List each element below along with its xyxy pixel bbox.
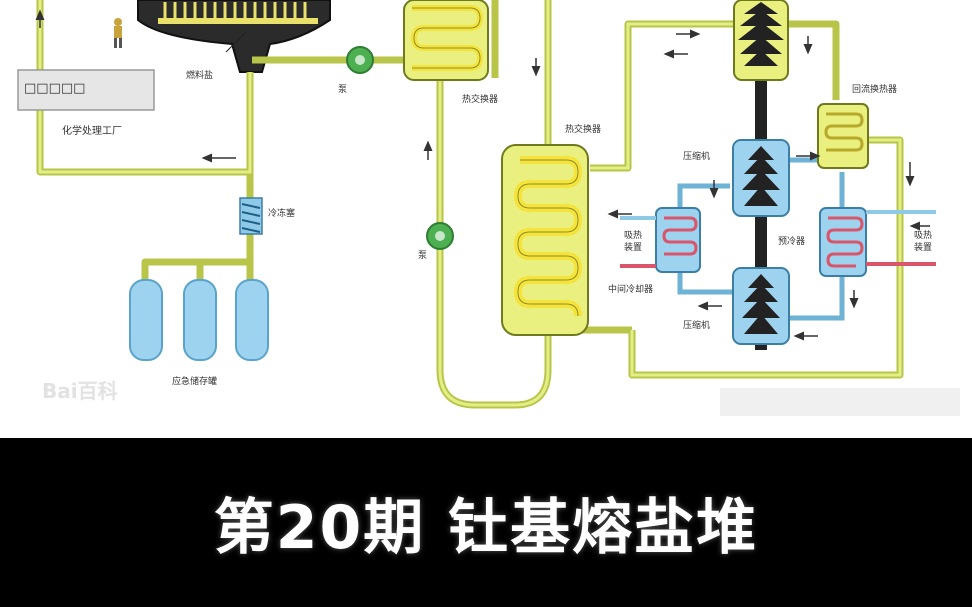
pump-top-label: 泵 bbox=[338, 84, 347, 95]
waste-heat-right-label: 吸热 装置 bbox=[914, 229, 935, 253]
caption-banner: 第20期 钍基熔盐堆 bbox=[0, 438, 972, 607]
compressor-top-label: 压缩机 bbox=[683, 150, 710, 162]
precooler bbox=[819, 207, 936, 277]
recuperator-label: 回流换热器 bbox=[852, 83, 897, 95]
waste-heat-right-line1: 吸热 bbox=[914, 229, 932, 241]
video-caption: 第20期 钍基熔盐堆 bbox=[213, 493, 759, 563]
intercooler bbox=[620, 207, 701, 273]
heat-exchanger-2 bbox=[501, 144, 589, 336]
pump-mid bbox=[426, 222, 454, 250]
emergency-tanks-label: 应急储存罐 bbox=[172, 375, 217, 387]
precooler-label: 预冷器 bbox=[778, 235, 805, 247]
pump-top bbox=[346, 46, 374, 74]
fuel-salt-label: 燃料盐 bbox=[186, 69, 213, 81]
chem-plant-label: 化学处理工厂 bbox=[62, 124, 122, 137]
chem-plant-box-text: □□□□□ bbox=[24, 81, 85, 96]
waste-heat-left-label: 吸热 装置 bbox=[624, 229, 645, 253]
flow-arrows bbox=[35, 9, 930, 341]
turbine-top bbox=[733, 0, 789, 81]
freeze-valve bbox=[239, 197, 263, 235]
baidu-watermark: Bai百科 bbox=[42, 379, 118, 403]
compressor-top bbox=[732, 139, 790, 217]
recuperator bbox=[817, 103, 869, 169]
reactor-vessel bbox=[137, 0, 331, 73]
waste-heat-left-line1: 吸热 bbox=[624, 229, 642, 241]
reactor-core-rods bbox=[158, 2, 318, 24]
reactor-diagram: □□□□□ 化学处理工厂 燃料盐 泵 bbox=[17, 0, 960, 416]
chem-plant: □□□□□ 化学处理工厂 bbox=[17, 69, 155, 137]
diagram-svg: □□□□□ 化学处理工厂 燃料盐 泵 bbox=[17, 0, 960, 416]
blurred-area bbox=[720, 388, 960, 416]
pump-mid-label: 泵 bbox=[418, 250, 427, 261]
intercooler-label: 中间冷却器 bbox=[608, 283, 653, 295]
heat-exchanger-1-label: 热交换器 bbox=[462, 93, 498, 105]
freeze-valve-label: 冷冻塞 bbox=[268, 207, 295, 219]
waste-heat-right-line2: 装置 bbox=[914, 241, 932, 253]
compressor-bottom-label: 压缩机 bbox=[683, 319, 710, 331]
compressor-bottom bbox=[732, 267, 790, 345]
emergency-tanks bbox=[129, 279, 269, 361]
heat-exchanger-1 bbox=[403, 0, 489, 81]
worker-figure bbox=[114, 18, 122, 48]
heat-exchanger-2-label: 热交换器 bbox=[565, 123, 601, 135]
waste-heat-left-line2: 装置 bbox=[624, 241, 642, 253]
